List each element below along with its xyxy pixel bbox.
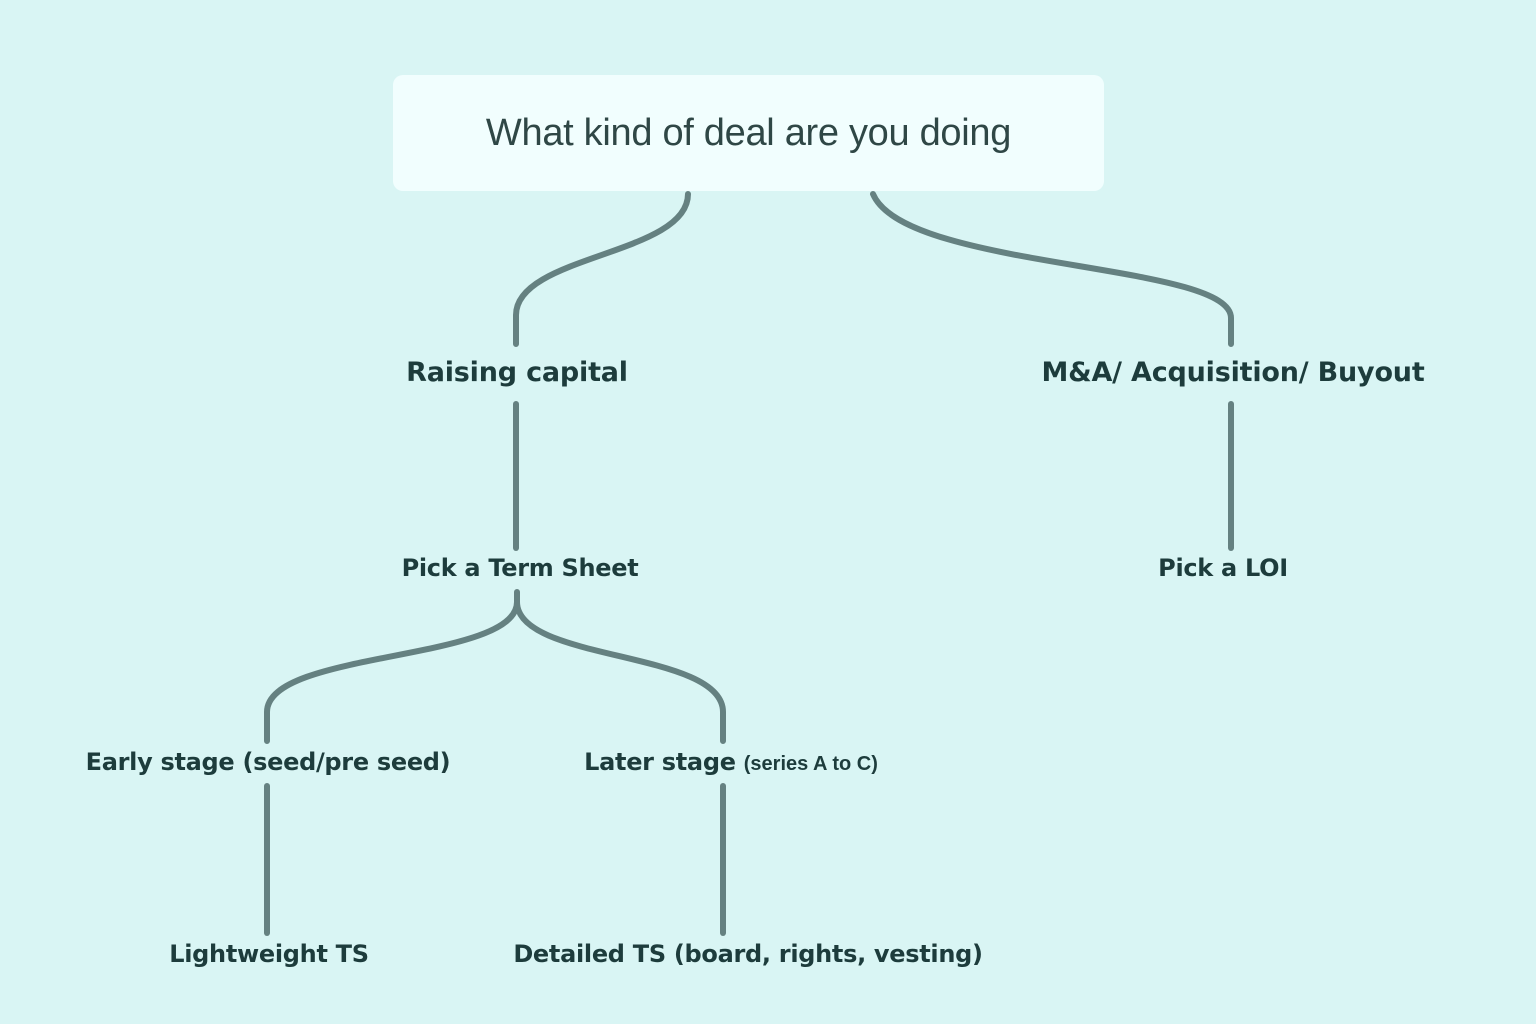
- root-question-box: What kind of deal are you doing: [393, 75, 1104, 191]
- node-pick-loi: Pick a LOI: [1158, 554, 1288, 582]
- connector-term-sheet-to-later-stage: [514, 599, 726, 744]
- node-detailed-ts: Detailed TS (board, rights, vesting): [513, 940, 983, 968]
- connector-term-sheet-to-early-stage: [264, 589, 520, 744]
- node-raising-capital: Raising capital: [406, 357, 628, 388]
- node-pick-term-sheet: Pick a Term Sheet: [401, 554, 639, 582]
- node-ma-acquisition-buyout: M&A/ Acquisition/ Buyout: [1041, 357, 1425, 388]
- later-stage-label: Later stage: [584, 748, 736, 776]
- node-later-stage: Later stage (series A to C): [584, 750, 878, 774]
- connector-root-to-ma: [870, 191, 1234, 347]
- connector-root-to-raising-capital: [513, 191, 691, 347]
- node-early-stage: Early stage (seed/pre seed): [85, 748, 451, 776]
- later-stage-series-note: (series A to C): [743, 753, 878, 775]
- node-lightweight-ts: Lightweight TS: [169, 940, 369, 968]
- root-question: What kind of deal are you doing: [485, 111, 1012, 154]
